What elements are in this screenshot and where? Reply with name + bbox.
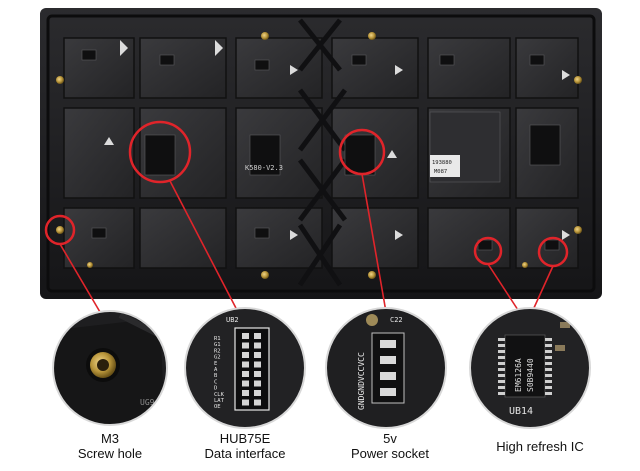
power-pin-label: GNDGNDVCCVCC	[357, 352, 366, 410]
caption-power-line1: 5v	[383, 431, 397, 446]
hub-pin-label: D	[214, 386, 217, 392]
callout-lines	[59, 173, 554, 313]
panel-screw-holes	[56, 32, 582, 279]
ic-pin	[498, 338, 505, 341]
hub-connector-pins	[242, 333, 261, 406]
hub-pin	[254, 361, 261, 368]
hub-pin	[242, 352, 249, 358]
zoom-high-refresh-ic: EM6126A S0B9440 UB14	[469, 307, 591, 429]
tag-a: 193880	[432, 160, 452, 166]
hub-pin-label: G1	[214, 342, 221, 348]
ub2-label: UB2	[226, 316, 239, 324]
ic-pin	[498, 374, 505, 377]
zoom-power-socket: C22 GNDGNDVCCVCC	[325, 307, 447, 429]
ug9-label: UG9	[140, 398, 155, 407]
hub-pin-label: E	[214, 361, 217, 367]
ic-pin	[498, 356, 505, 359]
hub-pin	[242, 390, 249, 396]
led-panel: K580-V2.3 193880 M087	[40, 8, 602, 299]
svg-text:C22: C22	[390, 316, 403, 324]
hub-pin	[242, 342, 249, 349]
hub-pin-label: OE	[214, 404, 221, 410]
hub-pin-label: R2	[214, 348, 221, 354]
caption-hub-line1: HUB75E	[219, 431, 271, 446]
hub-pin-label: C	[214, 379, 217, 385]
ic-pin	[545, 386, 552, 389]
panel-cells	[63, 37, 579, 269]
highlight-hub	[128, 120, 192, 184]
ic-pin	[498, 392, 505, 395]
hub-pin-label: CLK	[214, 392, 225, 398]
hub-pin	[254, 352, 261, 358]
module-label: K580-V2.3	[245, 164, 283, 172]
hub-pin-label: A	[214, 367, 218, 373]
hub-pin	[254, 333, 261, 339]
hub-pin	[242, 380, 249, 387]
zoom-screw-hole: UG9	[52, 310, 168, 426]
hub-pin	[254, 399, 261, 406]
hub-pin-label: B	[214, 373, 218, 379]
caption-screw-line1: M3	[100, 431, 120, 446]
ic-pin	[498, 344, 505, 347]
hub-pin	[254, 390, 261, 396]
ic-pin	[545, 350, 552, 353]
ic-label-sub: S0B9440	[526, 358, 535, 392]
panel-arrows	[104, 40, 570, 240]
ic-pin	[498, 380, 505, 383]
tag-b: M087	[434, 169, 447, 175]
caption-high-refresh-ic: High refresh IC	[470, 439, 610, 454]
caption-ic-line1: High refresh IC	[496, 439, 584, 454]
ic-pin	[545, 338, 552, 341]
hub-pin	[242, 361, 249, 368]
panel-lattice	[297, 18, 347, 287]
ic-pin	[545, 356, 552, 359]
hub-pin	[254, 380, 261, 387]
caption-power-socket: 5v Power socket	[330, 431, 450, 461]
caption-screw-line2: Screw hole	[77, 446, 143, 461]
ic-pin	[545, 392, 552, 395]
ic-ref-label: UB14	[509, 406, 533, 417]
ic-pin	[498, 386, 505, 389]
hub-pin-label: R1	[214, 336, 221, 342]
ic-pin	[545, 344, 552, 347]
ic-label-top: EM6126A	[514, 358, 523, 392]
caption-hub-line2: Data interface	[204, 446, 286, 461]
ic-pin	[498, 350, 505, 353]
hub-pin-label: LAT	[214, 398, 225, 404]
ic-pin	[498, 362, 505, 365]
hub-pin	[242, 399, 249, 406]
caption-screw-hole: M3 Screw hole	[60, 431, 160, 461]
ic-pin	[545, 380, 552, 383]
ic-pin	[498, 368, 505, 371]
ic-pin	[545, 362, 552, 365]
ic-pins	[498, 338, 552, 395]
hub-pin	[254, 342, 261, 349]
hub-pin	[254, 371, 261, 377]
caption-power-line2: Power socket	[350, 446, 430, 461]
hub-pin-label: G2	[214, 355, 221, 361]
caption-hub75e: HUB75E Data interface	[185, 431, 305, 461]
hub-pin	[242, 333, 249, 339]
ic-pin	[545, 374, 552, 377]
hub-pin	[242, 371, 249, 377]
ic-pin	[545, 368, 552, 371]
